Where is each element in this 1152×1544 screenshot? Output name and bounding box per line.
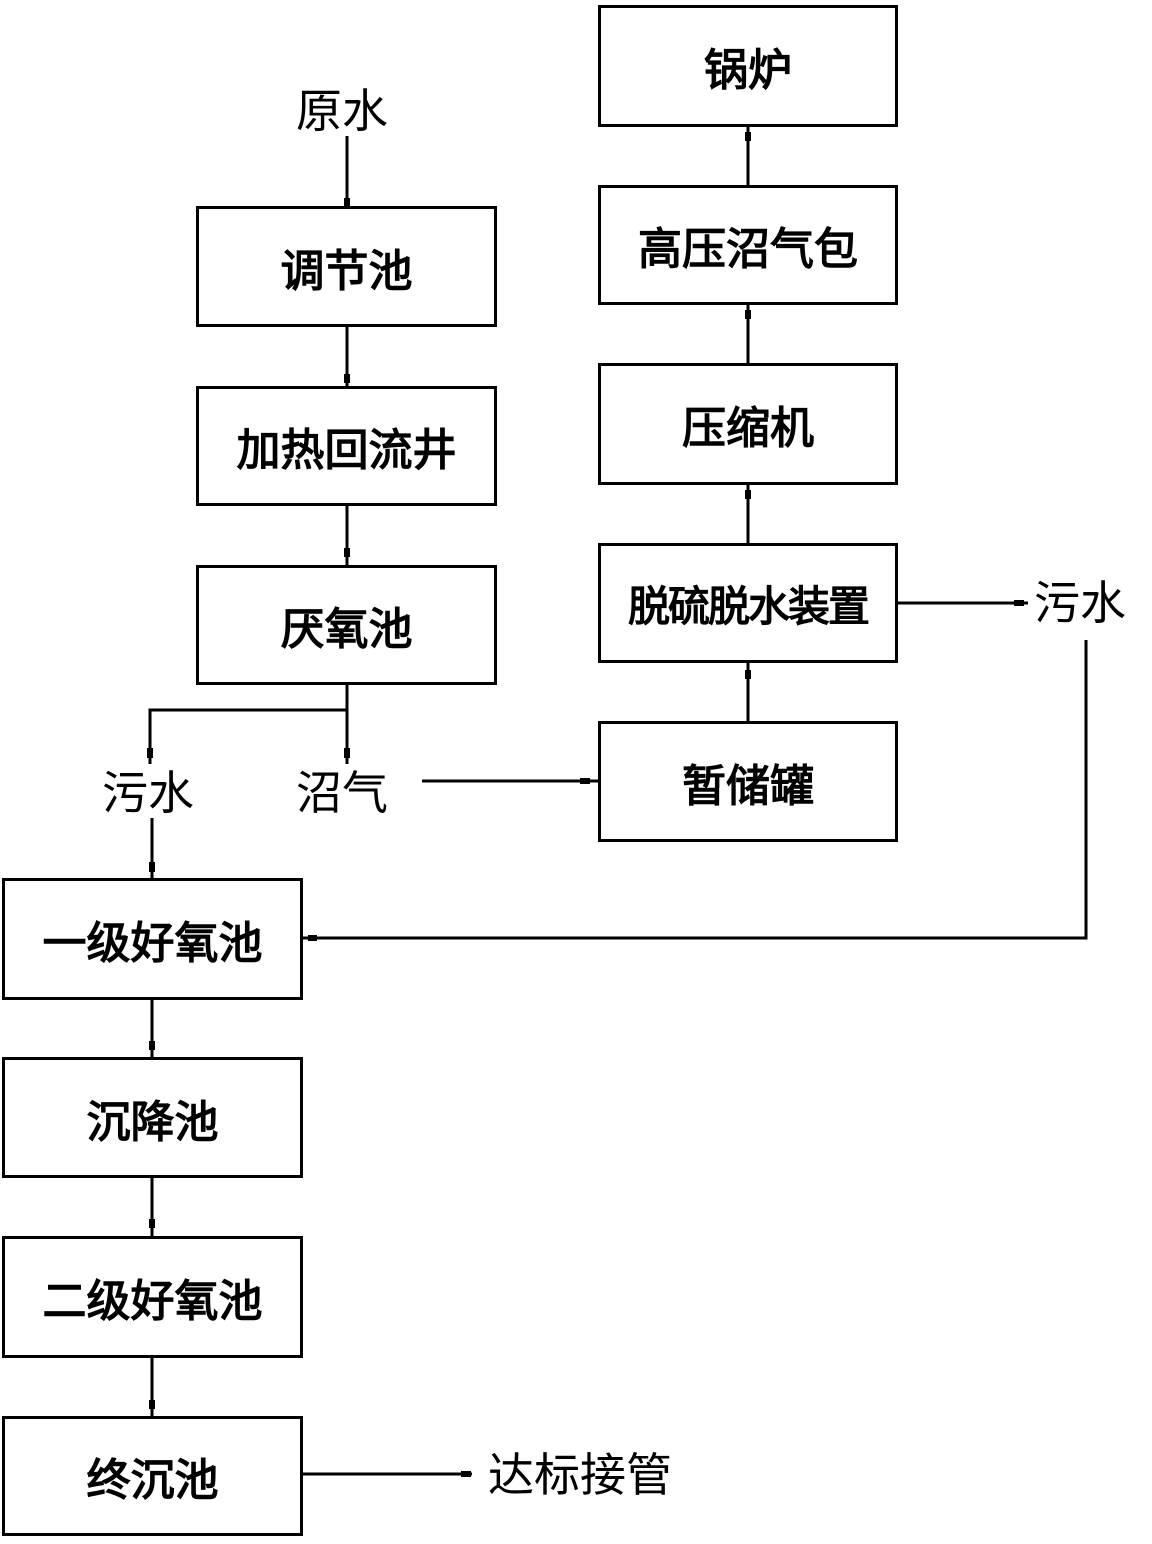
node-primary-aerobic-tank: 一级好氧池 <box>2 878 303 1000</box>
arrowhead-icon <box>1014 600 1024 606</box>
arrowhead-icon <box>745 490 751 499</box>
arrowhead-icon <box>149 1041 155 1050</box>
label-discharge-standard: 达标接管 <box>488 1448 672 1502</box>
node-anaerobic-tank: 厌氧池 <box>196 565 497 685</box>
arrowhead-icon <box>344 374 350 383</box>
label-wastewater-right: 污水 <box>1034 576 1126 630</box>
node-compressor: 压缩机 <box>598 363 898 485</box>
node-regulating-tank: 调节池 <box>196 206 497 327</box>
node-final-settling-tank: 终沉池 <box>2 1416 303 1536</box>
node-boiler: 锅炉 <box>598 5 898 127</box>
arrowhead-icon <box>149 1219 155 1228</box>
arrowhead-icon <box>149 1400 155 1409</box>
arrowhead-icon <box>147 748 153 758</box>
arrowhead-icon <box>745 670 751 679</box>
node-storage-tank: 暂储罐 <box>598 721 898 842</box>
edge-anaerobic-to-wastewater <box>148 708 347 764</box>
arrowhead-icon <box>344 198 350 207</box>
arrowhead-icon <box>344 548 350 557</box>
node-settling-tank: 沉降池 <box>2 1057 303 1178</box>
edge-wastewater-return <box>302 640 1088 940</box>
label-raw-water: 原水 <box>296 84 388 138</box>
arrowhead-icon <box>745 310 751 319</box>
arrowhead-icon <box>344 748 350 758</box>
arrowhead-icon <box>149 862 155 872</box>
label-biogas: 沼气 <box>296 766 388 820</box>
node-high-pressure-gas-holder: 高压沼气包 <box>598 185 898 305</box>
node-heating-reflux-well: 加热回流井 <box>196 386 497 506</box>
label-wastewater-left: 污水 <box>102 766 194 820</box>
arrowhead-icon <box>308 935 317 941</box>
arrowhead-icon <box>580 778 590 784</box>
node-desulfurization-dehydration: 脱硫脱水装置 <box>598 543 898 663</box>
node-secondary-aerobic-tank: 二级好氧池 <box>2 1236 303 1358</box>
arrowhead-icon <box>461 1471 471 1477</box>
arrowhead-icon <box>745 132 751 141</box>
